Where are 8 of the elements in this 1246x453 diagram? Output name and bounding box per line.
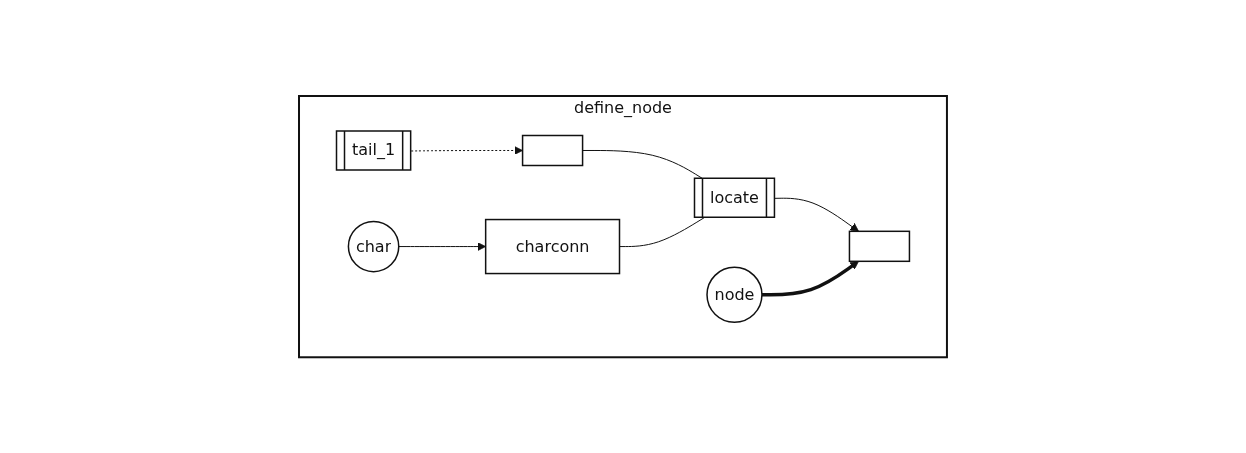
arrow	[774, 197, 859, 232]
node-box: charconn	[484, 218, 621, 275]
node-box	[848, 230, 911, 262]
node-circle: char	[347, 220, 400, 273]
arrow	[761, 260, 859, 297]
arrow	[410, 145, 523, 155]
node-box	[521, 134, 584, 167]
node-circle: node	[706, 266, 763, 323]
